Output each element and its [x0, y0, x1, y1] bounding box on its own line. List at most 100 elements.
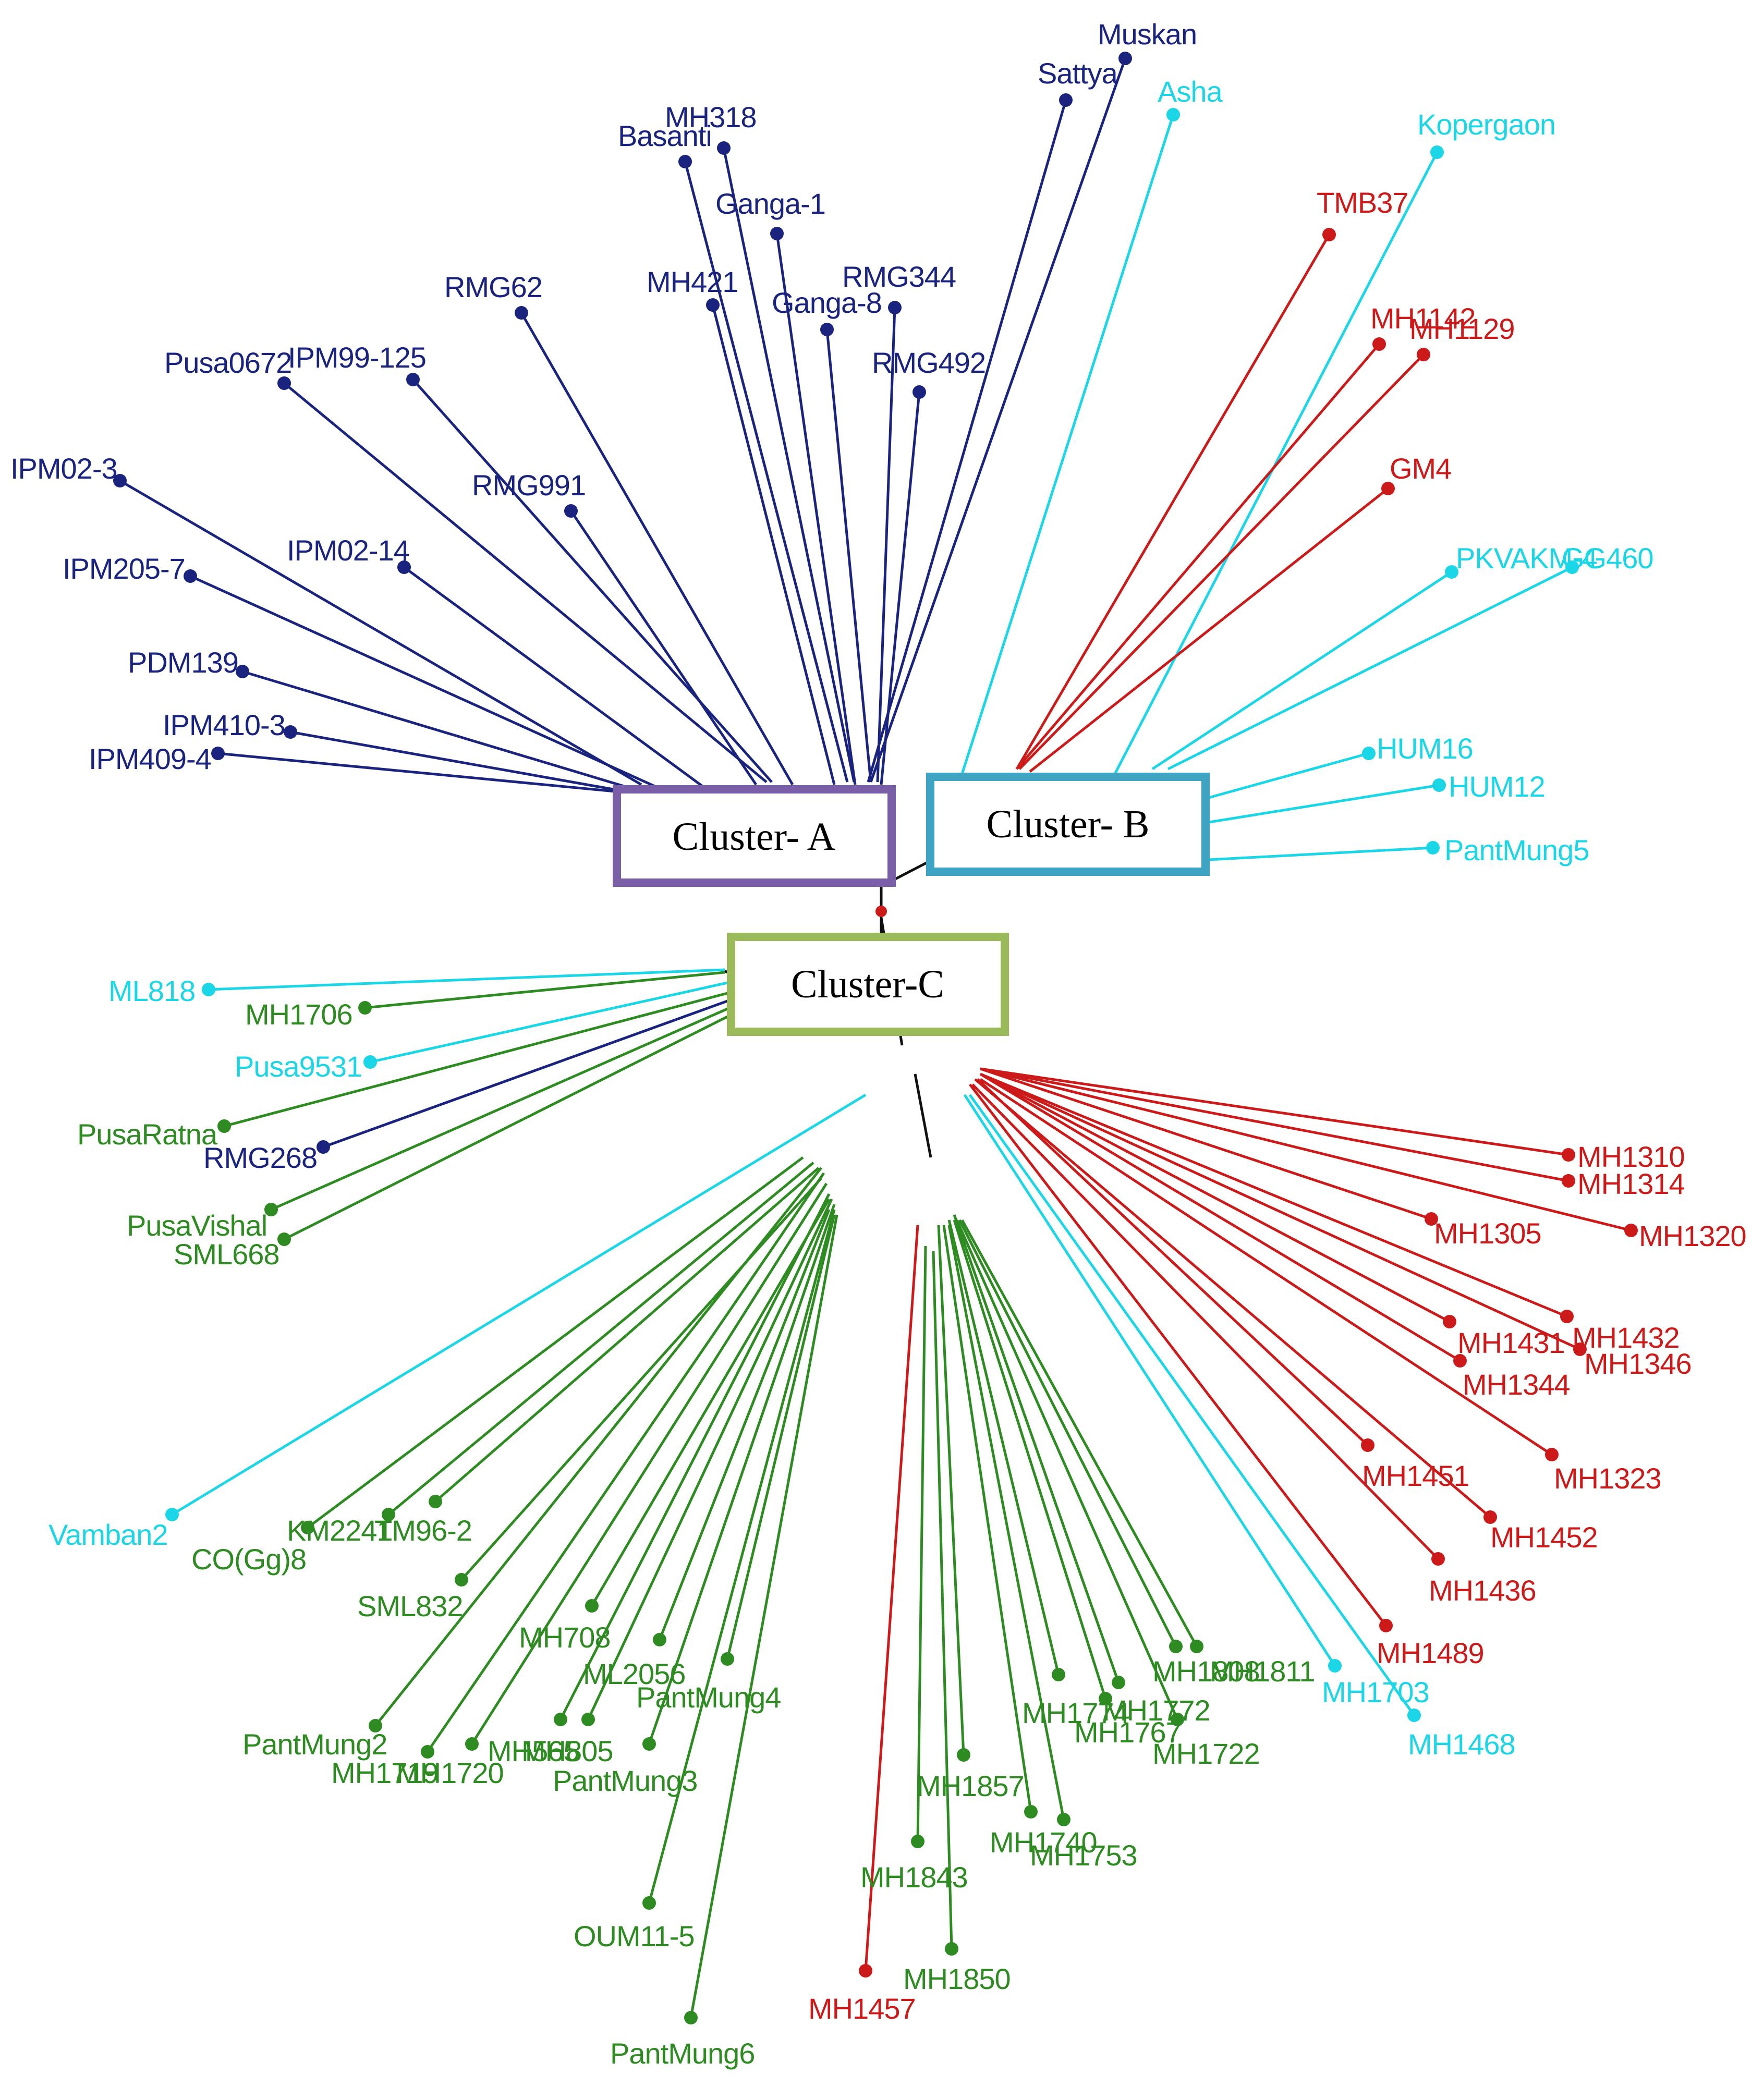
- branch-mh421: [711, 304, 836, 785]
- leaf-node-rmg62: [515, 306, 528, 320]
- leaf-label-mh1722: MH1722: [1152, 1737, 1260, 1770]
- leaf-node-co-gg-8: [301, 1521, 314, 1534]
- branch-basanti: [684, 161, 849, 783]
- leaf-label-sattya: Sattya: [1038, 57, 1118, 90]
- leaf-label-ganga-1: Ganga-1: [715, 187, 825, 220]
- branch-mh1703: [963, 1094, 1336, 1667]
- branch-ipm409-4: [217, 752, 626, 794]
- cluster-box-b-frame: [926, 773, 1210, 876]
- branch-pantmung4: [726, 1214, 836, 1659]
- leaf-node-mh1129: [1417, 348, 1430, 361]
- branch-mh1431: [979, 1072, 1451, 1323]
- branch-mh1850: [932, 1251, 953, 1949]
- leaf-node-ipm205-7: [184, 569, 197, 583]
- leaf-label-asha: Asha: [1158, 75, 1223, 108]
- branch-vamban2: [171, 1093, 867, 1516]
- branch-pusa9531: [370, 981, 728, 1064]
- branch-oum11-5: [648, 1209, 836, 1903]
- branch-muskan: [869, 58, 1127, 783]
- leaf-label-pusavishal: PusaVishal: [127, 1209, 267, 1242]
- leaf-node-basanti: [678, 155, 692, 168]
- leaf-label-mh1857: MH1857: [917, 1769, 1024, 1802]
- leaf-node-pantmung3: [642, 1737, 656, 1751]
- leaf-label-rmg62: RMG62: [444, 271, 542, 303]
- leaf-label-pantmung4: PantMung4: [636, 1681, 781, 1714]
- leaf-label-mh1142: MH1142: [1370, 302, 1476, 335]
- branch-pusaratna: [224, 992, 728, 1128]
- leaf-node-mh1451: [1361, 1438, 1374, 1452]
- branch-rmg344: [876, 307, 896, 783]
- leaf-label-mh1843: MH1843: [860, 1861, 968, 1894]
- leaf-node-mh1310: [1562, 1148, 1575, 1162]
- branch-mh1808: [958, 1219, 1177, 1647]
- leaf-label-ipm410-3: IPM410-3: [163, 709, 285, 741]
- leaf-node-mh1142: [1372, 337, 1386, 351]
- branch-ipm205-7: [189, 575, 658, 789]
- leaf-node-sml668: [277, 1232, 291, 1246]
- leaf-node-hum16: [1362, 747, 1376, 760]
- leaf-node-ml818: [202, 983, 215, 996]
- leaf-node-ipm02-3: [113, 474, 127, 487]
- leaf-label-mh318: MH318: [665, 101, 757, 133]
- leaf-label-co-gg-8: CO(Gg)8: [191, 1543, 306, 1576]
- leaf-label-pantmung2: PantMung2: [242, 1728, 387, 1761]
- leaf-node-ganga-1: [770, 227, 784, 240]
- branch-tm96-2: [434, 1167, 820, 1503]
- leaf-label-rmg991: RMG991: [472, 469, 586, 502]
- branch-mh1468: [968, 1094, 1416, 1716]
- leaf-node-ipm409-4: [211, 747, 225, 760]
- leaf-label-mh1706: MH1706: [245, 998, 352, 1031]
- cluster-box-a: Cluster- A: [613, 785, 896, 887]
- branch-ipm02-3: [119, 479, 642, 786]
- leaf-label-ipm409-4: IPM409-4: [89, 742, 211, 775]
- branch-rmg268: [323, 999, 728, 1149]
- branch-asha: [958, 114, 1175, 783]
- leaf-label-ml2056: ML2056: [583, 1657, 685, 1690]
- leaf-label-tmb37: TMB37: [1317, 186, 1408, 219]
- leaf-label-gg460: GG460: [1562, 542, 1653, 575]
- leaf-node-mh708: [585, 1599, 599, 1613]
- leaf-label-mh1468: MH1468: [1408, 1728, 1515, 1761]
- leaf-node-mh1432: [1560, 1310, 1574, 1323]
- leaf-node-mh805: [581, 1713, 595, 1726]
- leaf-node-mh1774: [1052, 1668, 1065, 1681]
- leaf-node-mh1320: [1624, 1224, 1638, 1237]
- leaf-node-mh1344: [1453, 1354, 1467, 1368]
- branch-hum16: [1199, 752, 1369, 802]
- leaf-label-muskan: Muskan: [1098, 18, 1197, 51]
- leaf-label-pantmung6: PantMung6: [610, 2037, 755, 2070]
- branch-mh1767: [953, 1214, 1120, 1683]
- leaf-node-pantmung5: [1426, 841, 1440, 855]
- leaf-node-mh1767: [1112, 1676, 1125, 1689]
- branch-pusa0672: [283, 382, 768, 783]
- cluster-box-c-label: Cluster-C: [791, 962, 944, 1006]
- cluster-box-b-label: Cluster- B: [986, 802, 1149, 846]
- leaf-node-pantmung2: [369, 1719, 382, 1732]
- leaf-label-mh1310: MH1310: [1577, 1140, 1685, 1173]
- leaf-label-rmg268: RMG268: [203, 1141, 317, 1174]
- leaf-label-mh1772: MH1772: [1103, 1694, 1210, 1727]
- branch-mh1706: [364, 971, 725, 1009]
- branch-mh1811: [960, 1219, 1198, 1647]
- branch-rmg492: [880, 392, 921, 785]
- leaf-label-basanti: Basanti: [618, 119, 712, 152]
- leaf-label-mh1432: MH1432: [1572, 1321, 1680, 1354]
- branch-mh1436: [971, 1083, 1439, 1560]
- leaf-node-pusavishal: [264, 1203, 278, 1216]
- branch-rmg62: [520, 312, 794, 786]
- branch-mh1722: [955, 1219, 1179, 1720]
- leaf-label-mh1452: MH1452: [1490, 1521, 1598, 1554]
- branch-mh1719: [426, 1172, 825, 1753]
- leaf-label-pusaratna: PusaRatna: [77, 1118, 218, 1151]
- leaf-node-mh1850: [945, 1942, 958, 1956]
- branch-ml818: [208, 968, 725, 991]
- leaf-label-mh1323: MH1323: [1554, 1462, 1661, 1495]
- leaf-label-mh1811: MH1811: [1210, 1655, 1315, 1688]
- branch-ipm410-3: [290, 730, 631, 794]
- root-node: [875, 906, 887, 917]
- leaf-label-ganga-8: Ganga-8: [772, 286, 882, 319]
- subcluster-c-stem: [914, 1073, 932, 1158]
- leaf-node-mh1346: [1573, 1342, 1587, 1356]
- leaf-node-mh1468: [1407, 1708, 1421, 1722]
- branch-mh1774: [947, 1219, 1060, 1675]
